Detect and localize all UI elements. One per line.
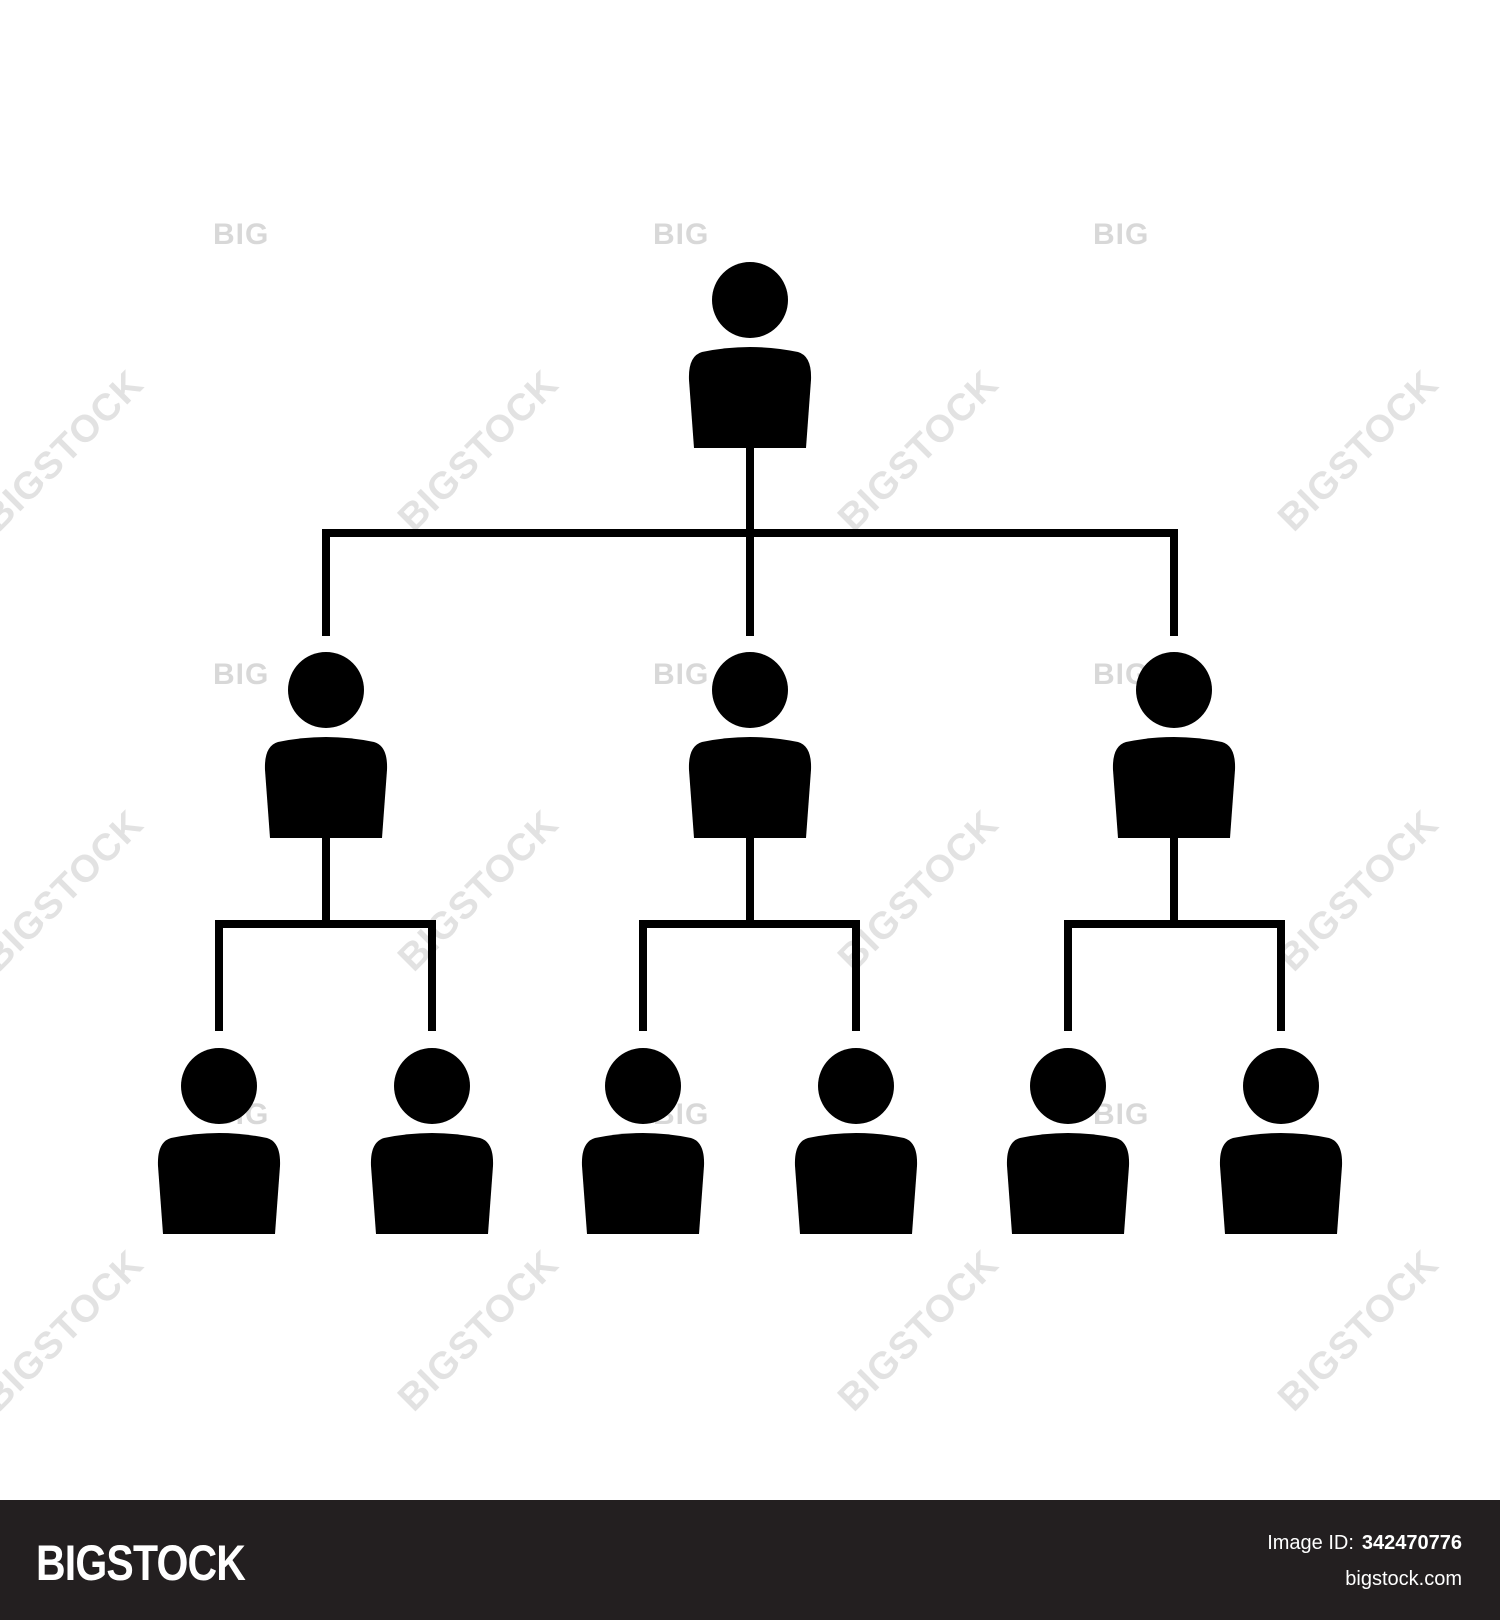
person-icon-level3 [794,1048,918,1234]
image-id: Image ID: 342470776 [1267,1532,1462,1555]
person-icon-level2 [264,652,388,838]
brand-logo[interactable]: BIGSTOCK [36,1535,246,1591]
person-icon-level3 [581,1048,705,1234]
image-id-label: Image ID: [1267,1532,1354,1554]
person-icon-level3 [370,1048,494,1234]
connector-lines [215,443,1285,1031]
image-id-value: 342470776 [1361,1532,1462,1554]
person-icon-top [688,262,812,448]
site-link[interactable]: bigstock.com [1345,1568,1462,1590]
person-icon-level3 [1219,1048,1343,1234]
person-icon-level2 [688,652,812,838]
person-icon-level3 [157,1048,281,1234]
footer-bar: BIGSTOCK Image ID: 342470776 bigstock.com [0,1500,1500,1620]
person-icon-level3 [1006,1048,1130,1234]
person-icon-level2 [1112,652,1236,838]
org-chart-diagram [157,262,1343,1234]
